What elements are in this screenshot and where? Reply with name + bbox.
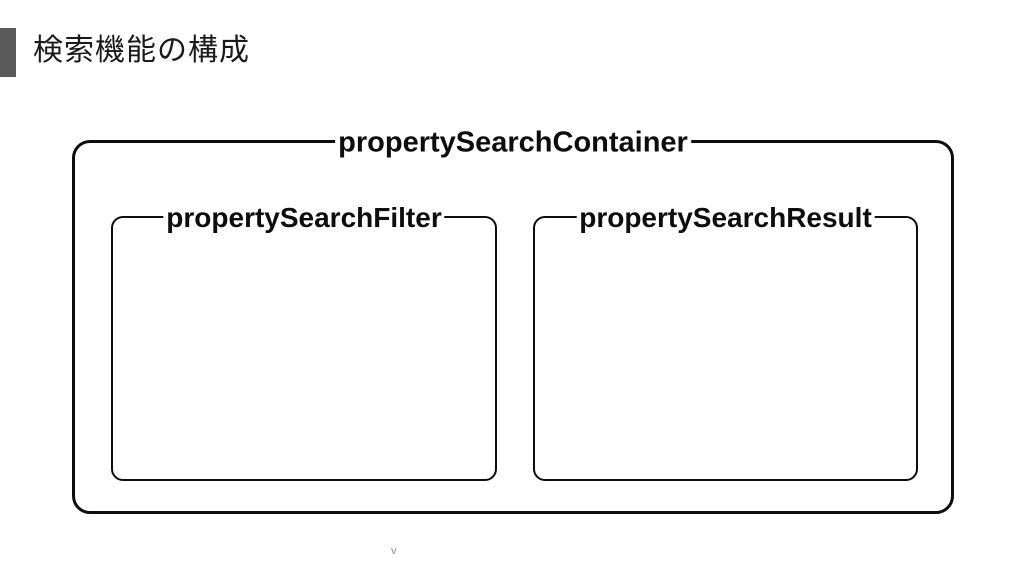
container-box-property-search-container: propertySearchContainer propertySearchFi… xyxy=(72,128,954,514)
stray-mark: v xyxy=(391,545,397,557)
filter-box-label: propertySearchFilter xyxy=(163,204,445,232)
result-box-label: propertySearchResult xyxy=(576,204,875,232)
container-box-label: propertySearchContainer xyxy=(335,128,691,158)
slide-title: 検索機能の構成 xyxy=(33,34,250,67)
child-box-property-search-result: propertySearchResult xyxy=(533,204,918,481)
title-accent-bar xyxy=(0,28,16,77)
child-box-property-search-filter: propertySearchFilter xyxy=(111,204,497,481)
